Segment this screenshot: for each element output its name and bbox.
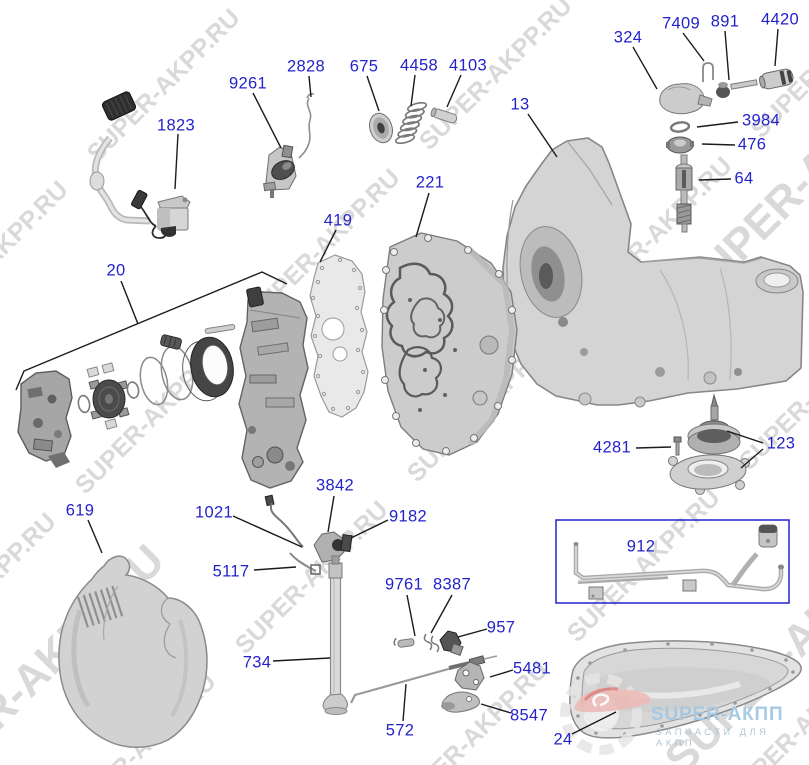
part-retainer-clip	[702, 62, 714, 82]
leader-4420	[774, 28, 779, 67]
leader-123	[726, 430, 764, 444]
part-servo-drum	[182, 336, 234, 402]
part-accumulator-piston	[86, 362, 130, 430]
part-servo-piston	[369, 112, 393, 144]
leader-123	[740, 448, 764, 469]
leader-lines	[15, 28, 779, 735]
leader-1823	[174, 133, 179, 190]
leader-9761	[406, 594, 416, 637]
part-solenoid-wire	[298, 93, 315, 159]
part-governor	[687, 393, 741, 455]
leader-64	[698, 178, 732, 181]
leader-9261	[252, 92, 282, 149]
leader-3842	[327, 495, 335, 533]
part-governor-bolt	[673, 436, 682, 456]
leader-5117	[253, 566, 297, 571]
site-logo-title: SUPER-АКПП	[651, 704, 784, 725]
part-gear-retainer	[666, 136, 694, 154]
leader-4458	[410, 74, 416, 107]
part-channel-plate	[380, 232, 518, 456]
leader-324	[632, 46, 658, 90]
leader-9182	[350, 519, 389, 539]
leader-8547	[480, 703, 512, 714]
part-side-cover	[58, 555, 208, 748]
leader-8387	[430, 594, 453, 634]
part-speedo-connector	[759, 68, 794, 90]
part-kickdown-solenoid	[263, 144, 297, 198]
part-valve-body-upper	[238, 286, 309, 489]
leader-619	[87, 519, 103, 554]
leader-5481	[489, 669, 514, 678]
part-valve-body-lower	[17, 370, 73, 468]
part-filler-tube	[322, 555, 348, 715]
part-transmission-case	[502, 137, 804, 408]
group-912-box	[555, 519, 790, 604]
part-wiring-harness	[89, 91, 191, 239]
part-speedo-housing	[659, 83, 713, 115]
part-valve-body-gasket	[309, 254, 369, 418]
leader-675	[366, 75, 380, 112]
part-servo-pin	[430, 107, 458, 124]
part-o-ring	[669, 121, 691, 133]
leader-957	[457, 628, 488, 638]
leader-419	[319, 229, 337, 263]
leader-2828	[308, 75, 312, 98]
part-cable-bracket	[439, 630, 464, 657]
leader-13	[527, 113, 558, 158]
part-detent-spring	[289, 552, 321, 575]
part-detent-lever	[313, 531, 353, 563]
leader-1021	[232, 515, 303, 548]
leader-4103	[446, 74, 462, 108]
leader-20	[120, 280, 139, 325]
leader-4281	[635, 446, 672, 449]
leader-20	[15, 271, 288, 391]
part-support-bracket	[441, 691, 480, 713]
leader-891	[724, 30, 730, 81]
leader-476	[701, 143, 736, 146]
part-speedo-gear	[675, 154, 693, 233]
part-oil-pipes	[573, 524, 784, 600]
part-shift-rod	[264, 494, 304, 548]
part-retaining-clips	[423, 633, 440, 653]
part-speedo-sensor	[716, 79, 758, 98]
leader-7409	[682, 32, 705, 62]
part-long-pin	[204, 324, 236, 334]
part-clevis-pin	[393, 637, 415, 648]
site-logo-car-icon	[574, 687, 651, 713]
leader-3984	[696, 121, 739, 128]
leader-24	[571, 711, 617, 735]
part-accumulator-pin	[160, 334, 182, 350]
leader-572	[402, 683, 407, 722]
part-mount-bracket	[454, 661, 485, 691]
leader-734	[272, 657, 331, 662]
site-logo-subtitle: ЗАПЧАСТИ ДЛЯ АКПП	[656, 727, 770, 749]
part-governor-cover	[668, 454, 750, 495]
leader-221	[415, 192, 430, 238]
part-coil-spring	[394, 101, 428, 145]
